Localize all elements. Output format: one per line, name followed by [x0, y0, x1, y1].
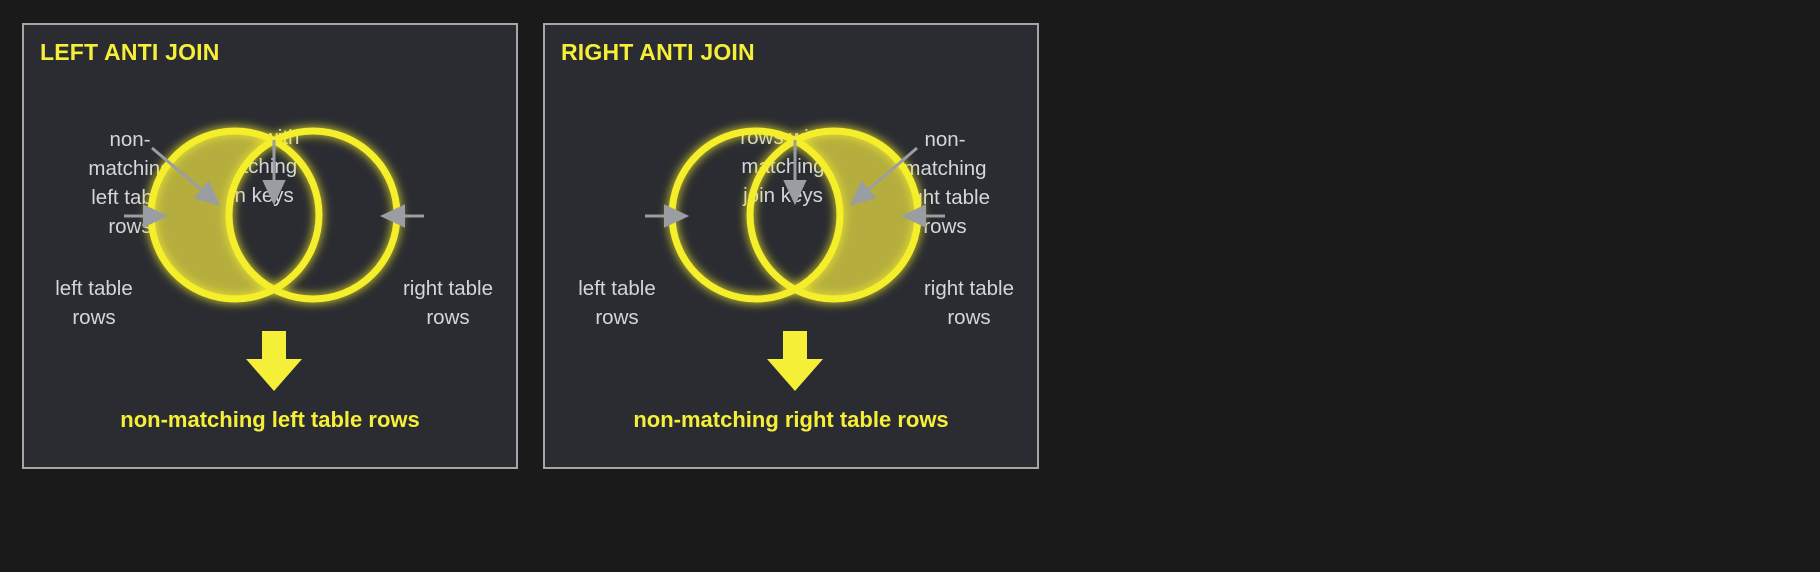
annotation-right-table-rows: right table rows	[923, 277, 1015, 330]
down-arrow-icon	[246, 331, 302, 391]
panel-title: RIGHT ANTI JOIN	[561, 39, 755, 65]
down-arrow-icon	[767, 331, 823, 391]
highlight-right-crescent	[750, 131, 918, 299]
panel-title: LEFT ANTI JOIN	[40, 39, 220, 65]
highlight-left-crescent	[151, 131, 319, 299]
annotation-non-matching-right-rows: non- matching right table rows	[899, 128, 991, 239]
venn-diagram-left	[124, 127, 424, 391]
panel-caption: non-matching left table rows	[120, 407, 420, 432]
annotation-left-table-rows: left table rows	[578, 277, 656, 330]
pointer-arrow-icon-non-matching	[151, 146, 221, 206]
annotation-left-table-rows: left table rows	[55, 277, 133, 330]
panel-right-anti-join: RIGHT ANTI JOIN rows with matching join …	[543, 23, 1039, 469]
pointer-arrow-icon-non-matching	[849, 146, 918, 206]
annotation-right-table-rows: right table rows	[402, 277, 494, 330]
panel-caption: non-matching right table rows	[633, 407, 949, 432]
venn-diagram-right	[645, 127, 945, 391]
annotation-non-matching-left-rows: non- matching left table rows	[88, 128, 172, 239]
panel-left-anti-join: LEFT ANTI JOIN non- matching left table …	[22, 23, 518, 469]
